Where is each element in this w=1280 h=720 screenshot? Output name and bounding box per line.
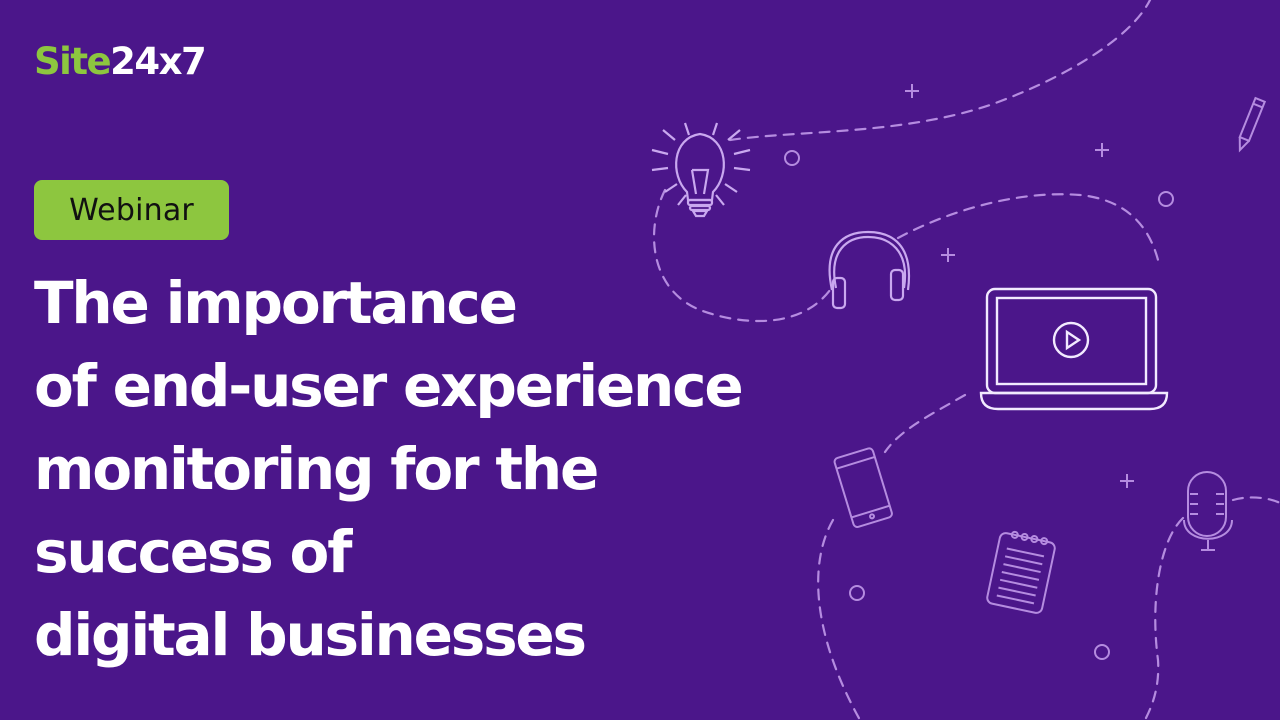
circle-icon (1158, 191, 1174, 207)
play-button-icon (1052, 321, 1090, 359)
plus-icon (1120, 474, 1134, 488)
microphone-icon (1183, 471, 1233, 551)
title-line: success of (34, 518, 352, 586)
logo-24x7: 24x7 (110, 40, 207, 83)
logo-site: Site (34, 40, 112, 83)
notepad-icon (986, 530, 1056, 614)
title-line: digital businesses (34, 601, 587, 669)
laptop-play-icon (979, 287, 1169, 411)
headphones-icon (828, 230, 911, 310)
plus-icon (1095, 143, 1109, 157)
title-line: of end-user experience (34, 352, 744, 420)
lightbulb-icon (651, 122, 751, 218)
title-line: monitoring for the (34, 435, 599, 503)
plus-icon (941, 248, 955, 262)
pencil-icon (1238, 96, 1267, 153)
site24x7-logo: Site24x7 (34, 40, 207, 84)
plus-icon (905, 84, 919, 98)
dashed-paths (653, 0, 1280, 720)
tablet-icon (833, 447, 893, 528)
sparkles (784, 84, 1174, 660)
circle-icon (849, 585, 865, 601)
title-line: The importance (34, 269, 518, 337)
page-title: The importance of end-user experience mo… (34, 262, 744, 677)
circle-icon (784, 150, 800, 166)
webinar-badge: Webinar (34, 180, 229, 240)
webinar-badge-label: Webinar (69, 192, 194, 228)
circle-icon (1094, 644, 1110, 660)
